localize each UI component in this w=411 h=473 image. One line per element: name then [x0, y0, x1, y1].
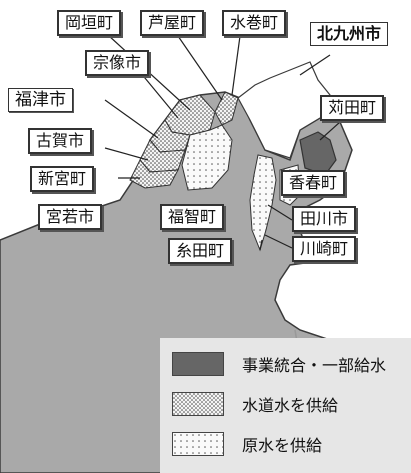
ashiya-area: [214, 91, 239, 126]
label-kawasaki: 川崎町: [292, 236, 357, 262]
label-tagawa: 田川市: [292, 206, 357, 232]
legend-label: 事業統合・一部給水: [242, 356, 387, 375]
legend-item-integration: 事業統合・一部給水: [172, 350, 386, 378]
swatch-dark-icon: [172, 352, 224, 376]
legend-item-tap-water: 水道水を供給: [172, 390, 338, 418]
label-kanda: 苅田町: [320, 95, 385, 121]
legend: 事業統合・一部給水 水道水を供給 原水を供給: [160, 338, 411, 473]
label-kitakyushu: 北九州市: [310, 22, 389, 46]
label-mizumaki: 水巻町: [222, 10, 287, 36]
label-koga: 古賀市: [28, 128, 93, 154]
label-kasuga: 香春町: [281, 170, 346, 196]
label-miyawaka: 宮若市: [38, 204, 103, 230]
label-itoda: 糸田町: [168, 238, 233, 264]
label-okagaki: 岡垣町: [57, 10, 122, 36]
legend-label: 原水を供給: [242, 436, 323, 455]
label-ashiya: 芦屋町: [140, 10, 205, 36]
label-munakata: 宗像市: [85, 50, 150, 76]
leader-lines: [104, 34, 341, 251]
label-shingu: 新宮町: [30, 166, 95, 192]
swatch-dense-dots-icon: [172, 392, 224, 416]
shingu-area: [129, 159, 179, 189]
kanda-area: [299, 131, 337, 176]
tagawa-area: [249, 154, 277, 252]
fukuchi-area: [181, 124, 233, 191]
label-fukuchi: 福智町: [160, 204, 225, 230]
legend-item-raw-water: 原水を供給: [172, 430, 322, 458]
label-fukutsu: 福津市: [8, 88, 73, 112]
swatch-sparse-dots-icon: [172, 432, 224, 456]
legend-label: 水道水を供給: [242, 396, 339, 415]
